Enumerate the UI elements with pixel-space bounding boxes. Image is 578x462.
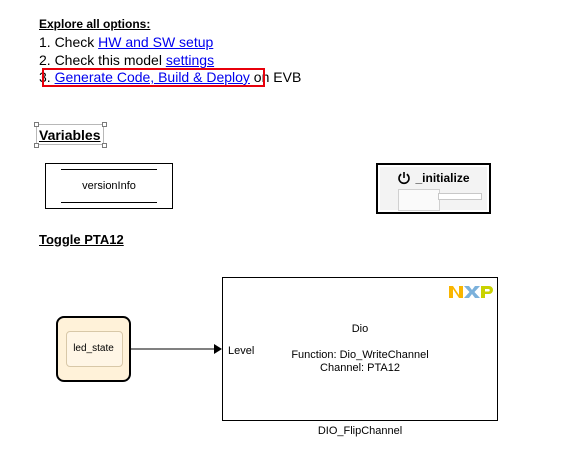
- chart-inner-frame: [66, 331, 123, 367]
- led-state-label: led_state: [73, 343, 114, 354]
- highlight-box: [42, 68, 265, 87]
- version-info-label: versionInfo: [82, 180, 136, 192]
- resize-handle-bottom-right[interactable]: [102, 143, 107, 148]
- toggle-annotation[interactable]: Toggle PTA12: [39, 232, 124, 247]
- dio-title: Dio: [351, 323, 369, 335]
- resize-handle-bottom-left[interactable]: [34, 143, 39, 148]
- selection-frame: [36, 124, 104, 145]
- dio-block-name[interactable]: DIO_FlipChannel: [317, 425, 403, 437]
- initialize-inner-bar: [438, 193, 482, 200]
- explore-step-3: 3. Generate Code, Build & Deploy on EVB: [39, 69, 301, 86]
- initialize-label: _initialize: [415, 171, 470, 185]
- settings-link[interactable]: settings: [165, 52, 215, 68]
- explore-title: Explore all options:: [39, 17, 151, 31]
- variables-annotation[interactable]: Variables: [39, 127, 101, 143]
- resize-handle-top-right[interactable]: [102, 122, 107, 127]
- dio-channel: Channel: PTA12: [320, 362, 400, 374]
- initialize-title: _initialize: [378, 171, 489, 185]
- version-info-block[interactable]: versionInfo: [45, 163, 173, 209]
- level-input-port[interactable]: Level: [228, 345, 255, 357]
- generate-build-deploy-link[interactable]: Generate Code, Build & Deploy: [54, 69, 250, 85]
- step-3-prefix: 3.: [39, 69, 55, 85]
- block-rule-bottom: [61, 202, 157, 203]
- signal-arrowhead: [214, 344, 222, 354]
- initialize-block[interactable]: _initialize: [376, 163, 491, 214]
- initialize-inner-panel: [398, 189, 440, 211]
- dio-function: Function: Dio_WriteChannel: [291, 349, 429, 361]
- dio-block[interactable]: Level Dio Function: Dio_WriteChannel Cha…: [222, 277, 498, 421]
- nxp-logo: [449, 286, 493, 298]
- step-2-prefix: 2. Check this model: [39, 52, 166, 68]
- block-rule-top: [61, 169, 157, 170]
- hw-sw-setup-link[interactable]: HW and SW setup: [98, 34, 214, 50]
- power-icon: [398, 172, 411, 185]
- explore-step-1: 1. Check HW and SW setup: [39, 34, 213, 51]
- led-state-chart-block[interactable]: led_state: [56, 316, 131, 382]
- step-1-prefix: 1. Check: [39, 34, 99, 50]
- step-3-suffix: on EVB: [249, 69, 302, 85]
- resize-handle-top-left[interactable]: [34, 122, 39, 127]
- explore-step-2: 2. Check this model settings: [39, 52, 214, 69]
